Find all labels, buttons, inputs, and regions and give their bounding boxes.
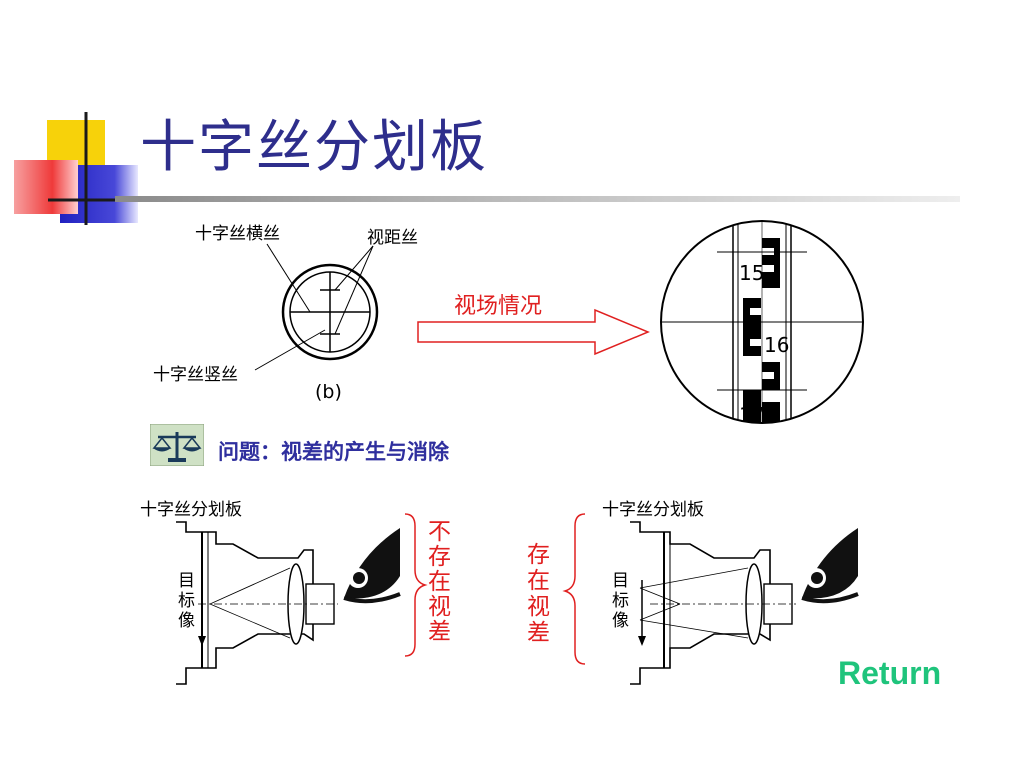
title-divider [115, 196, 960, 202]
verdict-right-char-1: 存 [527, 542, 550, 568]
page-title: 十字丝分划板 [140, 115, 488, 180]
object-label-right-1: 目 [612, 571, 629, 591]
parallax-diagram-with-parallax: 十字丝分划板 目 标 像 [600, 488, 868, 700]
object-label-right-3: 像 [612, 611, 629, 631]
balance-scale-icon [150, 424, 204, 466]
object-label-right-2: 标 [612, 591, 629, 611]
title-decoration [14, 112, 140, 225]
verdict-left-char-2: 存 [428, 544, 451, 570]
verdict-parallax: 存 在 视 差 [527, 513, 586, 665]
staff-view: 15 16 17 [660, 220, 864, 427]
staff-number-15: 15 [739, 261, 764, 285]
object-label-left-3: 像 [178, 611, 195, 631]
label-stadia-hair: 视距丝 [367, 228, 418, 248]
verdict-right-char-2: 在 [527, 568, 550, 594]
verdict-no-parallax: 不 存 在 视 差 [404, 513, 451, 657]
staff-number-17: 17 [739, 403, 764, 427]
reticle-diagram: 十字丝横丝 视距丝 十字丝竖丝 (b) [145, 212, 435, 407]
reticle-label-left: 十字丝分划板 [140, 500, 242, 520]
question-text: 问题：视差的产生与消除 [218, 440, 449, 464]
label-horizontal-hair: 十字丝横丝 [195, 224, 280, 244]
verdict-left-char-4: 视 [428, 594, 451, 620]
staff-number-16: 16 [764, 333, 789, 357]
object-label-left-2: 标 [178, 591, 195, 611]
return-link[interactable]: Return [838, 655, 942, 691]
view-arrow-label: 视场情况 [454, 294, 542, 319]
verdict-left-char-1: 不 [428, 519, 451, 545]
parallax-diagram-no-parallax: 十字丝分划板 目 标 像 [138, 488, 408, 700]
object-label-left-1: 目 [178, 571, 195, 591]
verdict-right-char-3: 视 [527, 594, 550, 620]
label-vertical-hair: 十字丝竖丝 [153, 365, 238, 385]
verdict-left-char-3: 在 [428, 569, 451, 595]
verdict-left-char-5: 差 [428, 619, 451, 645]
verdict-right-char-4: 差 [527, 620, 550, 646]
diagram-caption: (b) [315, 381, 342, 403]
reticle-label-right: 十字丝分划板 [602, 500, 704, 520]
deco-red-square [14, 160, 78, 214]
view-arrow: 视场情况 [417, 294, 650, 356]
